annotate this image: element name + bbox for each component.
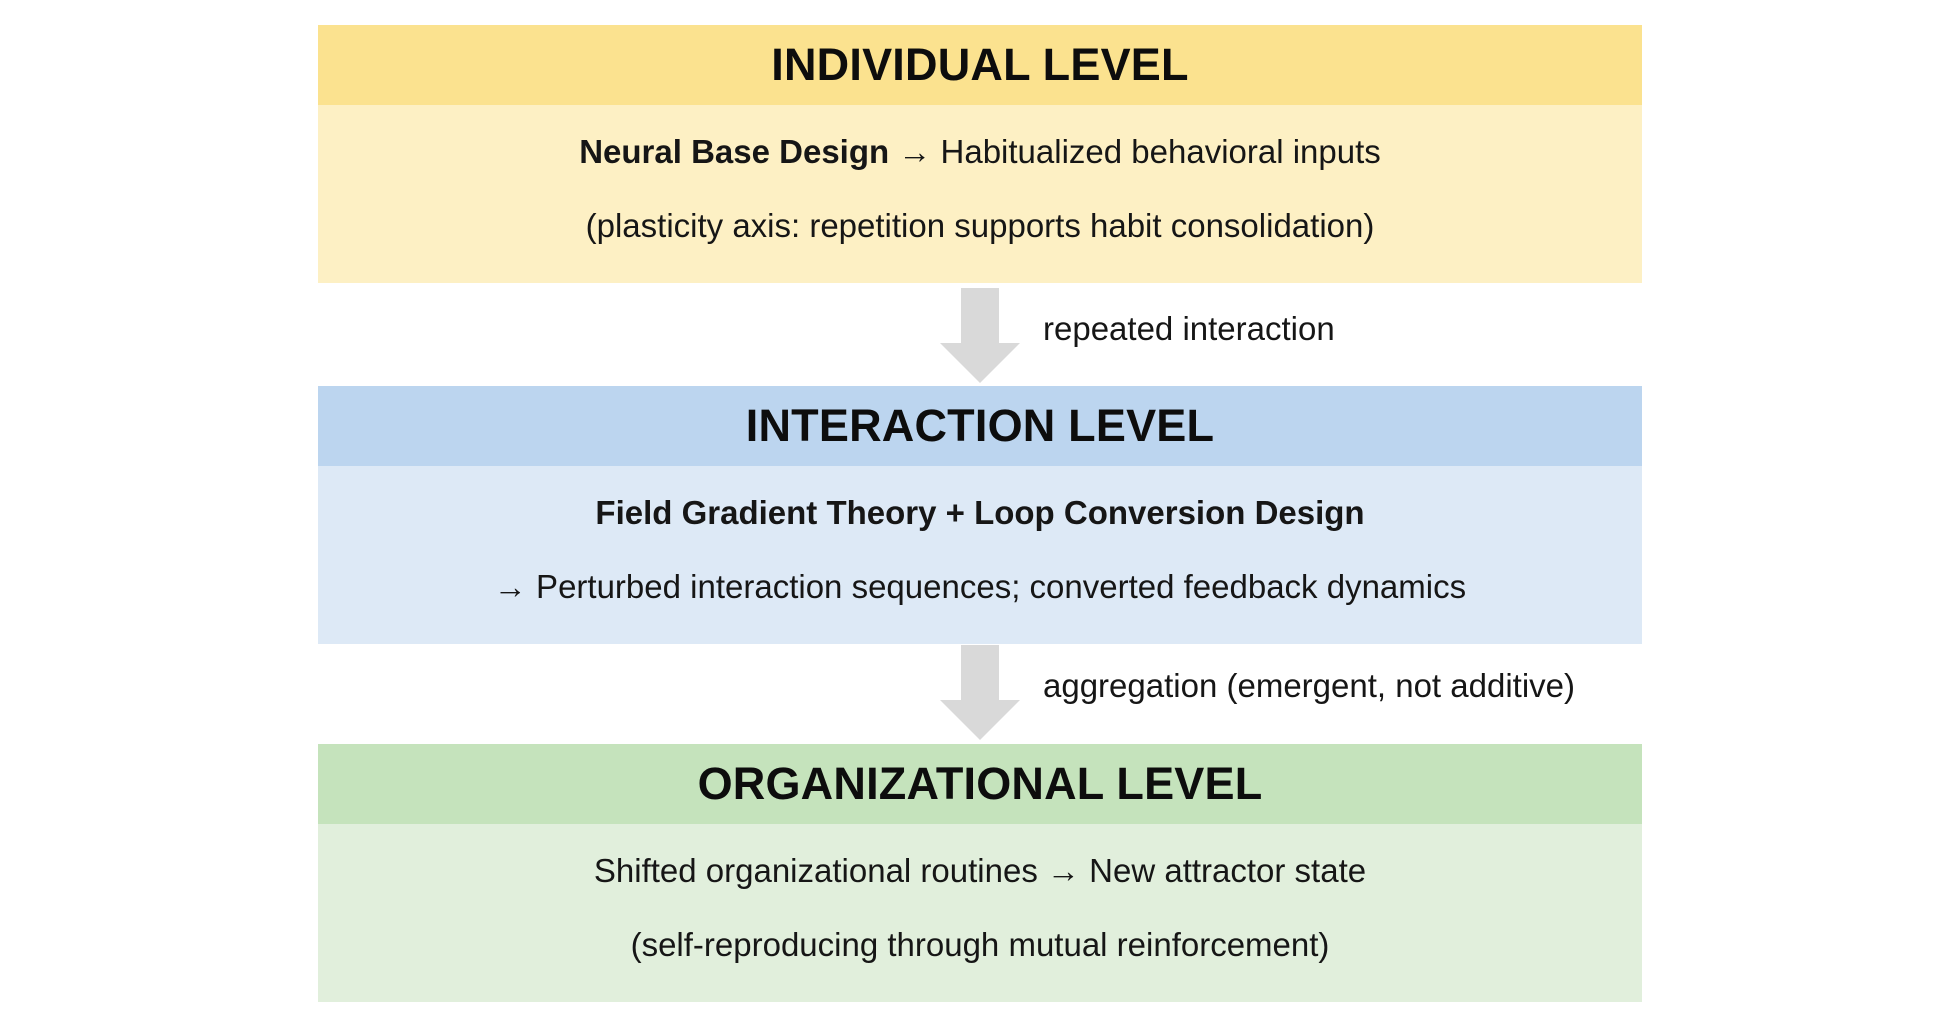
organizational-level-box: ORGANIZATIONAL LEVEL Shifted organizatio…: [318, 744, 1642, 1002]
individual-level-box: INDIVIDUAL LEVEL Neural Base Design → Ha…: [318, 25, 1642, 283]
organizational-level-body: Shifted organizational routines → New at…: [318, 824, 1642, 1002]
connector-aggregation: aggregation (emergent, not additive): [0, 645, 1950, 740]
interaction-level-body: Field Gradient Theory + Loop Conversion …: [318, 466, 1642, 644]
connector-label-repeated-interaction: repeated interaction: [1043, 310, 1335, 347]
interaction-level-line-1: Field Gradient Theory + Loop Conversion …: [595, 494, 1365, 531]
individual-level-line-1: Neural Base Design → Habitualized behavi…: [579, 115, 1381, 189]
organizational-level-title: ORGANIZATIONAL LEVEL: [318, 744, 1642, 824]
neural-base-design-label: Neural Base Design: [579, 133, 890, 170]
connector-repeated-interaction: repeated interaction: [0, 288, 1950, 383]
interaction-level-line-2: → Perturbed interaction sequences; conve…: [493, 568, 1467, 605]
organizational-level-line-1: Shifted organizational routines → New at…: [593, 852, 1367, 889]
individual-level-line-2: (plasticity axis: repetition supports ha…: [585, 207, 1375, 244]
interaction-level-title: INTERACTION LEVEL: [318, 386, 1642, 466]
habitualized-inputs-text: → Habitualized behavioral inputs: [889, 133, 1381, 170]
individual-level-body: Neural Base Design → Habitualized behavi…: [318, 105, 1642, 283]
organizational-level-line-2: (self-reproducing through mutual reinfor…: [630, 926, 1330, 963]
down-arrow-icon: [940, 645, 1020, 740]
down-arrow-icon: [940, 288, 1020, 383]
interaction-level-box: INTERACTION LEVEL Field Gradient Theory …: [318, 386, 1642, 644]
individual-level-title: INDIVIDUAL LEVEL: [318, 25, 1642, 105]
connector-label-aggregation: aggregation (emergent, not additive): [1043, 667, 1575, 704]
